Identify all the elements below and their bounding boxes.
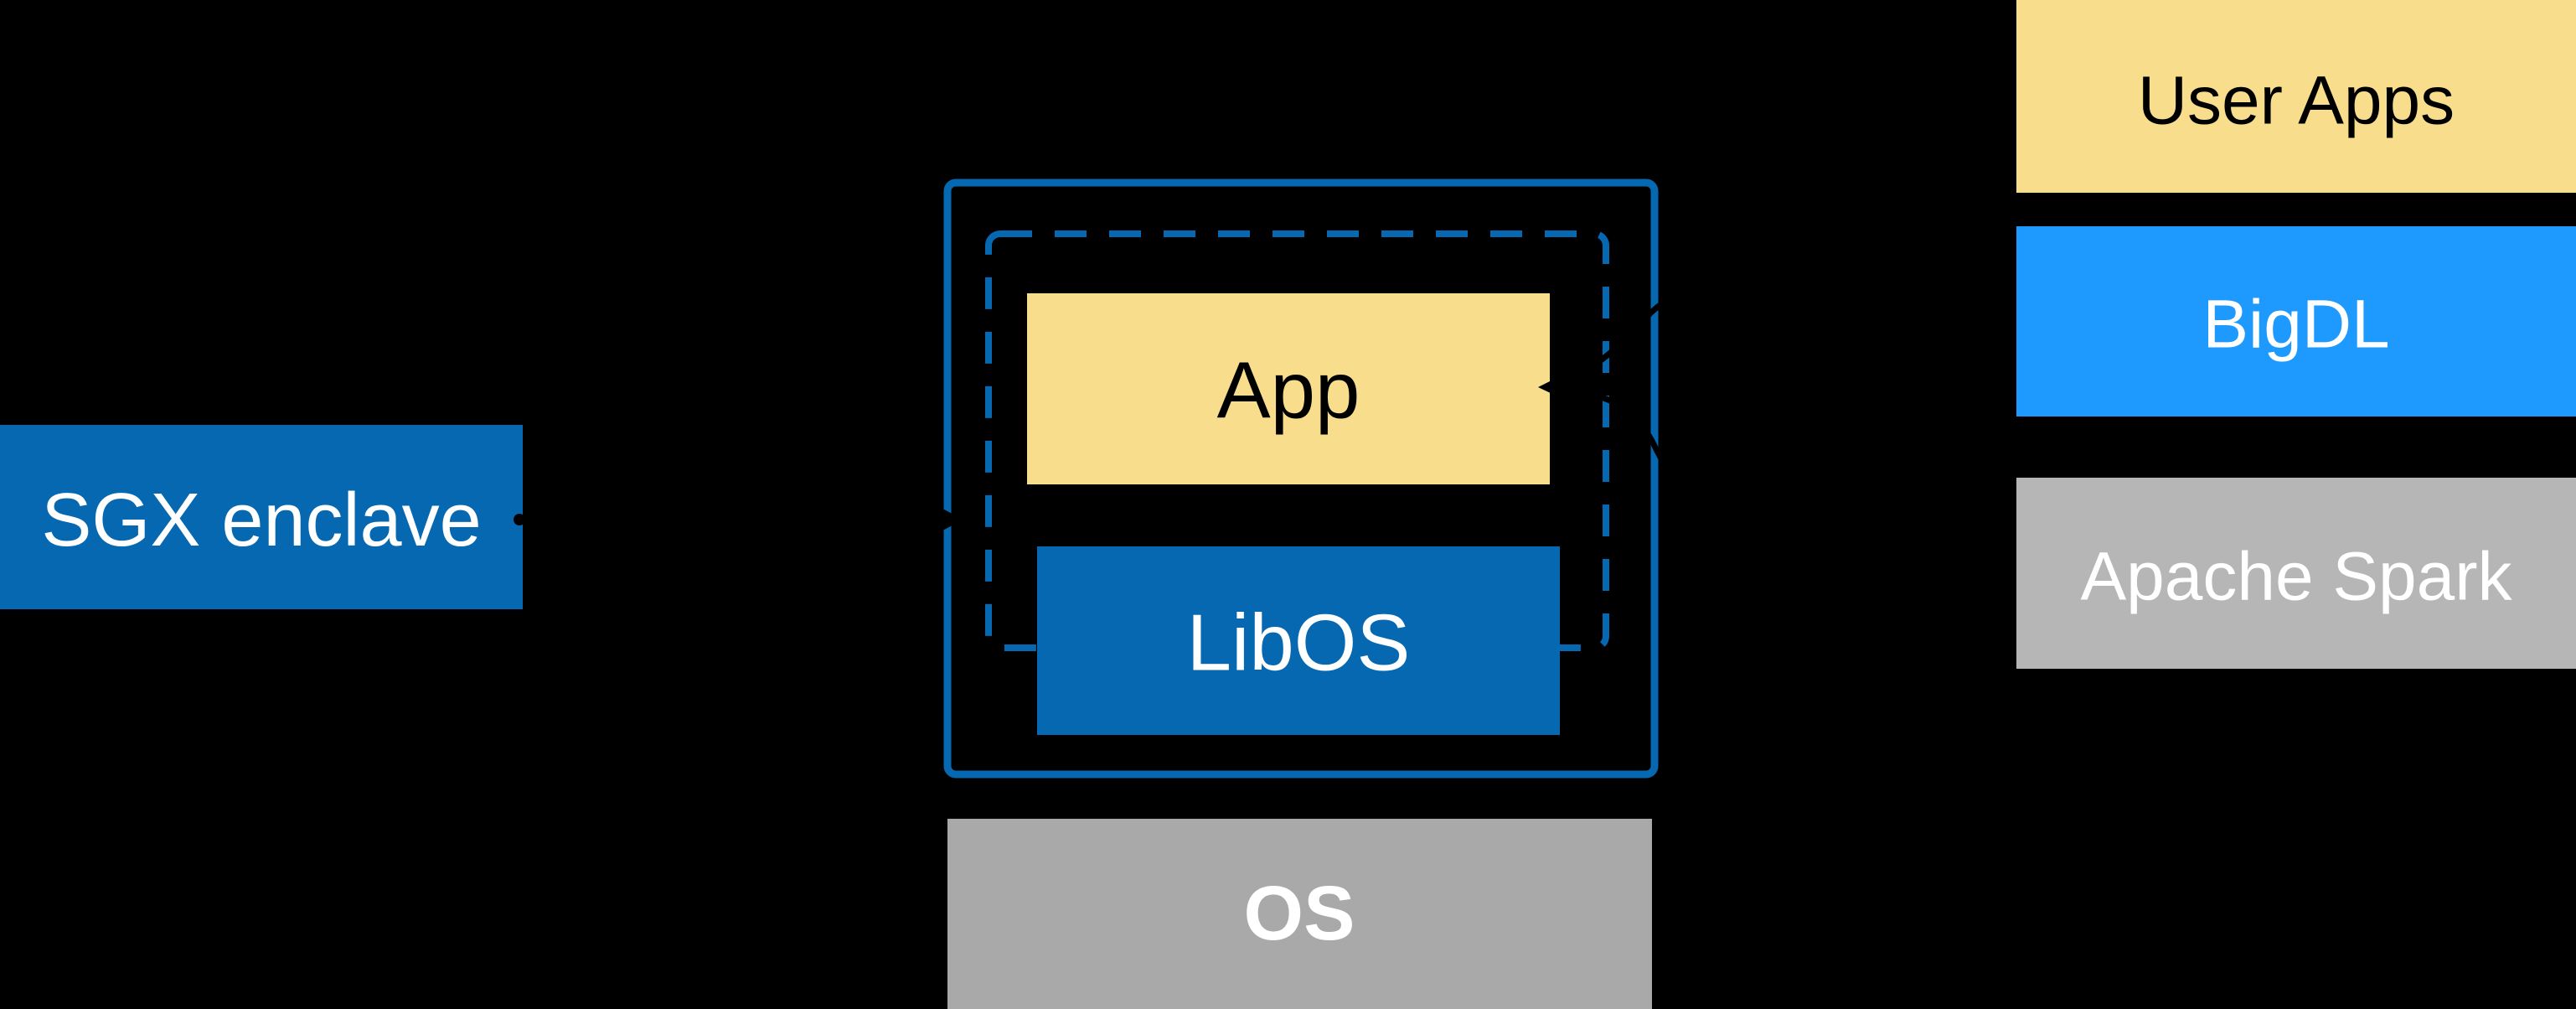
bigdl-label: BigDL xyxy=(2202,287,2389,363)
libos-label: LibOS xyxy=(1187,598,1411,688)
bigdl-to-app-arrow-upper xyxy=(1567,258,1827,385)
user-apps-box xyxy=(2016,0,2576,193)
connector-arrows xyxy=(514,258,1827,570)
os-box xyxy=(947,819,1652,1009)
vm-solid-border xyxy=(943,179,1659,779)
apache-spark-label: Apache Spark xyxy=(2080,539,2512,615)
sgx-enclave-label: SGX enclave xyxy=(41,479,481,562)
bigdl-to-app-arrow-lower xyxy=(1571,387,1827,570)
app-label: App xyxy=(1217,346,1360,436)
sgx-enclave-box xyxy=(0,425,523,609)
bigdl-box xyxy=(2016,226,2576,417)
user-apps-label: User Apps xyxy=(2138,63,2455,139)
sgx-arrowhead xyxy=(932,503,963,536)
apache-spark-box xyxy=(2016,478,2576,669)
app-arrowhead xyxy=(1538,370,1572,402)
app-box xyxy=(1027,293,1550,484)
libos-box xyxy=(1037,546,1560,735)
os-label: OS xyxy=(1244,871,1355,956)
